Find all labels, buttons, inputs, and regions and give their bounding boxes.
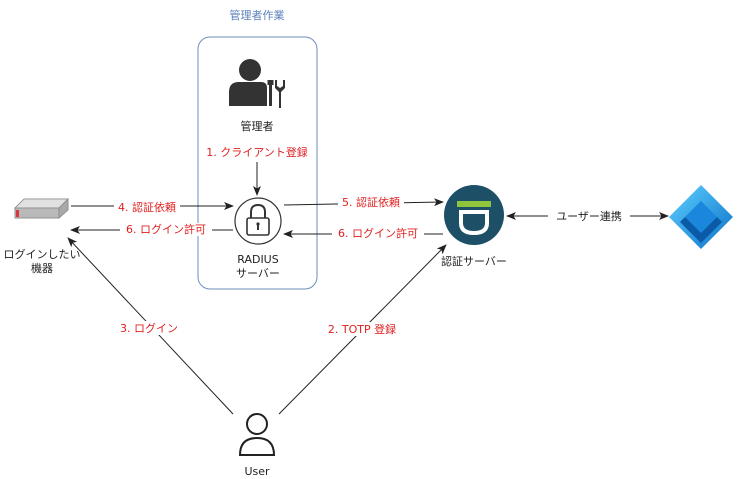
- group-label: 管理者作業: [230, 8, 285, 22]
- auth-server-icon: [444, 185, 504, 245]
- device-label-2: 機器: [31, 261, 53, 275]
- edge-label-auth-request-5: 5. 認証依頼: [342, 195, 400, 209]
- edge-label-totp-registration: 2. TOTP 登録: [328, 322, 396, 336]
- auth-server-label: 認証サーバー: [441, 254, 507, 268]
- device-label-1: ログインしたい: [4, 247, 81, 261]
- edge-label-login: 3. ログイン: [120, 321, 178, 335]
- admin-label: 管理者: [241, 119, 274, 133]
- admin-work-group: [197, 36, 318, 290]
- device-icon: [14, 198, 69, 219]
- radius-label-1: RADIUS: [237, 253, 278, 266]
- admin-icon: [229, 59, 285, 108]
- edge-label-user-sync: ユーザー連携: [556, 209, 622, 223]
- edge-label-login-allow-6a: 6. ログイン許可: [126, 222, 206, 236]
- user-label: User: [244, 465, 270, 478]
- edge-label-auth-request-4: 4. 認証依頼: [118, 200, 176, 214]
- directory-icon: [669, 185, 733, 249]
- edge-label-client-registration: 1. クライアント登録: [206, 145, 308, 159]
- user-icon: [238, 413, 276, 456]
- radius-label-2: サーバー: [236, 267, 280, 280]
- edge-label-login-allow-6b: 6. ログイン許可: [338, 226, 418, 240]
- radius-server-icon: [234, 197, 282, 245]
